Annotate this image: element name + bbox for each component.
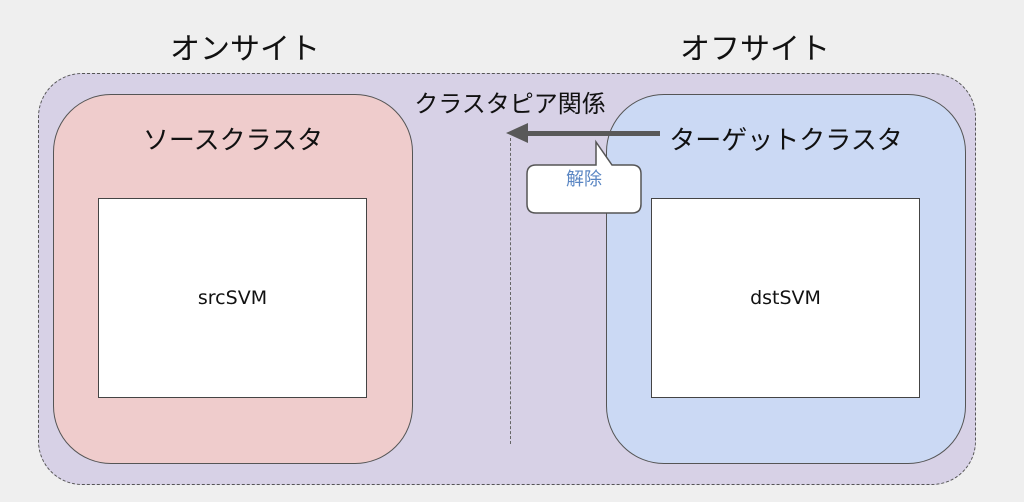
peer-relationship-label: クラスタピア関係: [414, 90, 606, 118]
onsite-label: オンサイト: [170, 32, 320, 67]
release-callout-label: 解除: [566, 169, 602, 190]
replication-arrow-head: [506, 123, 528, 143]
target-cluster-title: ターゲットクラスタ: [669, 126, 903, 156]
dst-svm-box: dstSVM: [651, 198, 920, 398]
source-cluster-title: ソースクラスタ: [142, 126, 324, 156]
release-callout-shape: [526, 139, 642, 214]
replication-arrow-line: [526, 131, 660, 136]
site-divider: [510, 138, 511, 444]
dst-svm-label: dstSVM: [750, 287, 821, 309]
src-svm-box: srcSVM: [98, 198, 367, 398]
src-svm-label: srcSVM: [197, 287, 268, 309]
offsite-label: オフサイト: [680, 32, 830, 67]
